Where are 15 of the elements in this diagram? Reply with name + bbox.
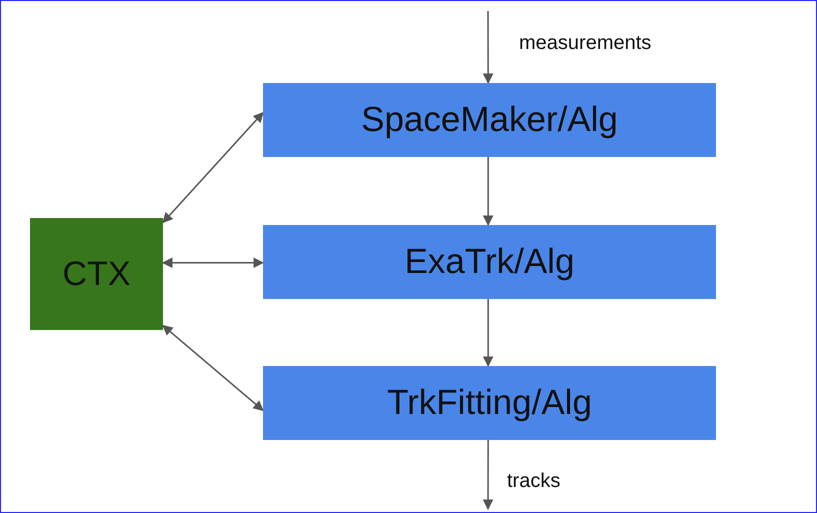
node-label: TrkFitting/Alg xyxy=(387,383,592,423)
arrow xyxy=(162,258,264,268)
algorithm-box xyxy=(263,366,716,440)
node-label: SpaceMaker/Alg xyxy=(361,100,618,140)
arrow xyxy=(482,11,494,84)
algorithm-box xyxy=(263,225,716,299)
algorithm-box xyxy=(263,83,716,157)
arrow xyxy=(482,157,494,226)
arrow xyxy=(162,324,264,412)
arrow xyxy=(482,299,494,368)
node-label: ExaTrk/Alg xyxy=(404,242,574,282)
arrow xyxy=(162,112,264,224)
context-box xyxy=(30,218,163,330)
node-label: CTX xyxy=(62,254,130,294)
arrow xyxy=(482,440,494,510)
